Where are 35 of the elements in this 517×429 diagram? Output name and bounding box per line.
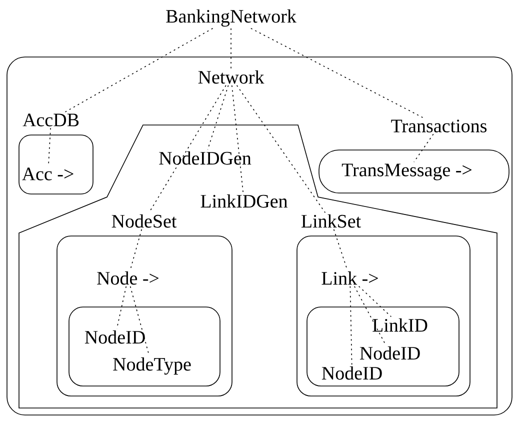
dotted-line (230, 28, 232, 70)
text-label: Acc -> (22, 168, 74, 180)
dotted-line (250, 28, 424, 118)
text-label: LinkID (372, 318, 428, 332)
text-label: NodeID (84, 330, 145, 344)
rounded-box (6, 56, 512, 416)
dotted-line (130, 228, 142, 270)
rounded-box (296, 236, 470, 396)
text-label: NodeID (322, 366, 382, 380)
text-label: Node -> (97, 271, 159, 285)
dotted-line (358, 286, 392, 318)
dotted-line (350, 286, 352, 366)
text-label: Network (198, 70, 264, 84)
dotted-line (333, 228, 348, 270)
rounded-box (318, 150, 510, 194)
text-label: Link -> (322, 271, 378, 285)
rounded-box (56, 236, 232, 396)
dotted-line (236, 85, 326, 214)
text-label: BankingNetwork (166, 9, 296, 27)
dotted-line (414, 134, 434, 162)
dotted-line (354, 286, 386, 346)
text-label: AccDB (22, 114, 79, 126)
dotted-line (64, 28, 214, 112)
text-label: NodeIDGen (159, 151, 252, 165)
text-label: NodeSet (112, 214, 177, 228)
text-label: TransMessage -> (342, 164, 472, 180)
text-label: NodeID (360, 346, 420, 360)
text-label: NodeType (113, 357, 191, 375)
text-label: LinkIDGen (200, 194, 288, 208)
rounded-box (68, 306, 220, 386)
dotted-line (231, 85, 244, 194)
text-label: LinkSet (301, 214, 361, 228)
rounded-box (18, 134, 94, 194)
rounded-box (306, 306, 460, 386)
text-label: Transactions (391, 120, 487, 132)
